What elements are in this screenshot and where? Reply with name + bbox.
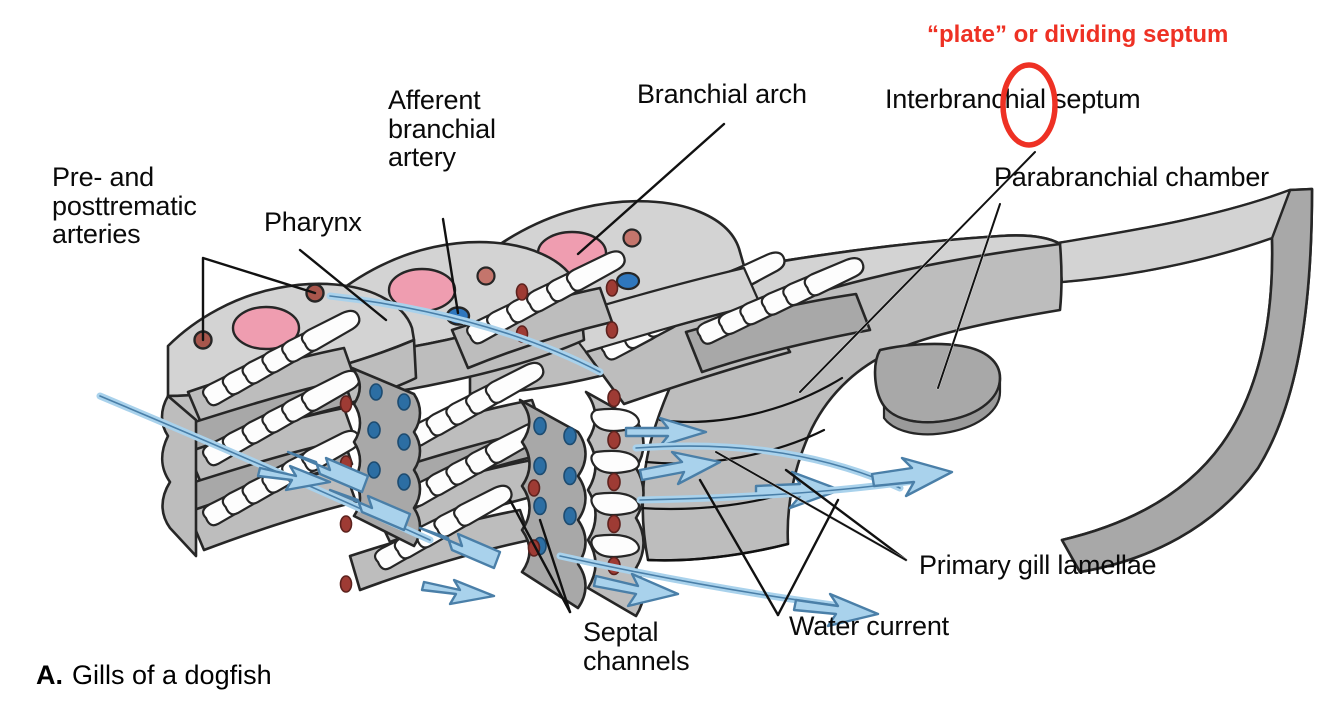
annotation-plate-dividing-septum: “plate” or dividing septum (927, 21, 1229, 48)
leader-parabranchial-chamber (937, 203, 1001, 389)
label-pre-posttrematic-arteries: Pre- and posttrematic arteries (52, 162, 197, 250)
septal-lamellar-windows (590, 407, 640, 559)
label-water-current: Water current (789, 611, 949, 641)
water-arrow-outflow-5 (592, 572, 680, 608)
leader-septal-channels-a (508, 498, 572, 614)
leader-septal-channels-b (538, 518, 572, 614)
label-branchial-arch: Branchial arch (637, 79, 807, 109)
afferent-artery-vessel-1 (231, 305, 301, 351)
efferent-vessel-dot (615, 271, 641, 291)
septal-pores-1 (367, 383, 411, 491)
leader-water-current-a (698, 478, 780, 617)
water-arrow-outflow-4 (870, 456, 954, 498)
leader-water-current-b (776, 498, 840, 617)
body-wall (1056, 187, 1314, 574)
water-arrow-outflow-1 (624, 416, 708, 448)
arch-edge-artery-dots (339, 279, 619, 593)
leader-pre-posttrematic (201, 256, 317, 342)
water-arrow-inflow-1 (286, 450, 370, 494)
lamellae-row-chamber-lip (684, 255, 872, 374)
water-arrow-slit-2 (420, 578, 496, 606)
leader-afferent-artery (441, 217, 460, 315)
water-arrow-inflow-2 (328, 488, 412, 532)
label-septal-channels: Septal channels (583, 617, 690, 676)
caption-id: A. (36, 660, 63, 690)
label-primary-gill-lamellae: Primary gill lamellae (919, 550, 1157, 580)
septal-pores-2 (533, 416, 577, 556)
water-arrow-slit-1 (256, 464, 332, 492)
figure-caption: A. Gills of a dogfish (36, 660, 272, 691)
leader-interbranchial-septum (799, 151, 1036, 393)
label-parabranchial-chamber: Parabranchial chamber (994, 162, 1269, 192)
label-interbranchial-septum: Interbranchial septum (885, 84, 1141, 114)
water-arrow-outflow-6 (792, 592, 880, 628)
water-arrow-inflow-3 (418, 526, 502, 570)
caption-text: Gills of a dogfish (72, 660, 272, 690)
water-arrow-outflow-2 (638, 450, 722, 486)
posttrematic-artery-dot-2 (476, 266, 496, 286)
pretrematic-artery-dot (622, 228, 642, 248)
water-current-arrows[interactable] (96, 292, 954, 628)
leader-primary-lamellae-b (784, 468, 908, 562)
leader-lines (201, 122, 1037, 617)
interbranchial-septum-plate-2 (518, 398, 587, 610)
label-pharynx: Pharynx (264, 207, 362, 237)
label-afferent-branchial-artery: Afferent branchial artery (388, 85, 496, 173)
leader-branchial-arch (576, 122, 726, 256)
leader-pharynx (298, 248, 388, 322)
